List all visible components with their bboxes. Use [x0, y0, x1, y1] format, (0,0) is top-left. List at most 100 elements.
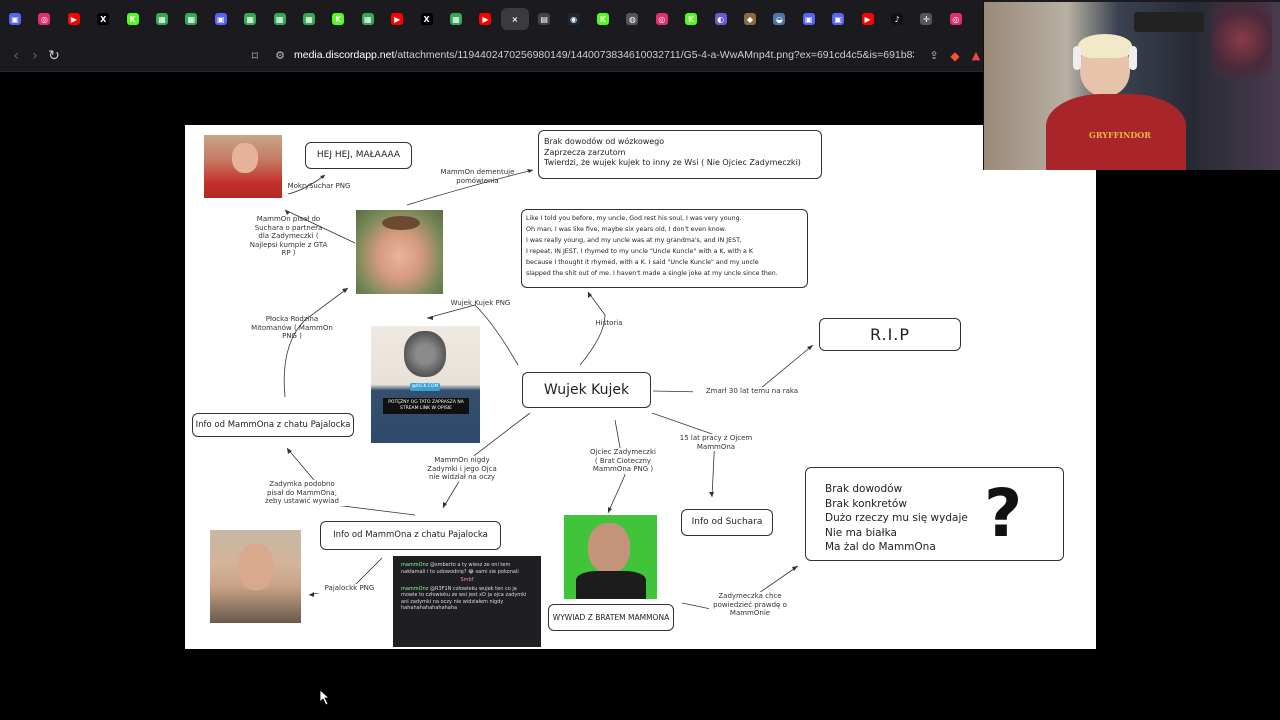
sheets-icon: ▦: [185, 13, 198, 25]
mammon-photo: [356, 210, 443, 294]
browser-tab[interactable]: ▦: [177, 8, 205, 30]
steam-icon: ◉: [567, 13, 580, 25]
rewards-icon[interactable]: ▲: [971, 49, 981, 62]
question-mark: ?: [984, 475, 1023, 552]
browser-tab[interactable]: ▣: [795, 8, 823, 30]
browser-tab[interactable]: ▣: [207, 8, 235, 30]
instagram-icon: ◎: [949, 13, 962, 25]
browser-tab[interactable]: ◐: [707, 8, 735, 30]
line-dementuje: [406, 169, 534, 206]
line-pisal: [284, 209, 356, 244]
browser-tab[interactable]: ◎: [648, 8, 676, 30]
browser-tab[interactable]: X: [413, 8, 441, 30]
x-icon: X: [97, 13, 110, 25]
browser-tab[interactable]: K: [589, 8, 617, 30]
shelf: [1134, 12, 1204, 32]
headphones-icon: [1073, 46, 1081, 70]
quote-line: Like I told you before, my uncle, God re…: [526, 215, 742, 222]
browser-tab[interactable]: ✛: [912, 8, 940, 30]
line-ojciec: [607, 419, 626, 514]
label-zadymka: Zadymka podobno pisał do MammOna, żeby u…: [257, 480, 347, 506]
instagram-icon: ◎: [655, 13, 668, 25]
zadymka-photo: [210, 530, 301, 623]
share-icon[interactable]: ⇪: [929, 49, 939, 62]
label-wujek-png: Wujek Kujek PNG: [450, 299, 511, 307]
browser-tab[interactable]: ▦: [266, 8, 294, 30]
browser-tab[interactable]: K: [677, 8, 705, 30]
browser-tab[interactable]: ×: [500, 8, 529, 30]
youtube-icon: ▶: [861, 13, 874, 25]
brave-shield-icon[interactable]: ◆: [950, 49, 960, 63]
browser-tab[interactable]: ◎: [942, 8, 970, 30]
page-icon: ▤: [538, 13, 551, 25]
bookmark-icon[interactable]: ⌑: [251, 49, 259, 63]
browser-tab[interactable]: ◒: [765, 8, 793, 30]
back-icon[interactable]: ‹: [13, 48, 19, 64]
label-historia: Historia: [595, 319, 623, 327]
chat-text: @smberto a ty wiesz ze oni tem nakłamali…: [401, 562, 519, 575]
sheets-icon: ▦: [450, 13, 462, 25]
quote-line: I repeat, IN JEST, I rhymed to my uncle …: [526, 248, 754, 255]
site-settings-icon[interactable]: ⚙: [275, 49, 285, 62]
label-15-lat: 15 lat pracy z Ojcem MammOna: [673, 434, 759, 451]
forward-icon[interactable]: ›: [32, 48, 38, 64]
browser-tab[interactable]: ◆: [736, 8, 764, 30]
hej-hej-box: HEJ HEJ, MAŁAAAA: [305, 142, 412, 169]
browser-tab[interactable]: ▶: [471, 8, 499, 30]
line-historia: [579, 291, 606, 366]
browser-tab[interactable]: ▦: [295, 8, 323, 30]
browser-tab[interactable]: ▶: [60, 8, 88, 30]
browser-tab[interactable]: ♪: [883, 8, 911, 30]
line-nigdy: [442, 412, 531, 509]
youtube-icon: ▶: [67, 13, 80, 25]
chat-text: @R3F1N człowieku wujek ten co ja mowie t…: [401, 585, 527, 612]
line-plocka: [283, 287, 349, 398]
crosshair-icon: ✛: [920, 13, 933, 25]
browser-tab[interactable]: ◎: [30, 8, 58, 30]
label-zmarl: Zmarł 30 lat temu na raka: [693, 387, 811, 396]
sheets-icon: ▦: [156, 13, 168, 25]
uncle-quote-box: Like I told you before, my uncle, God re…: [521, 209, 808, 288]
globe-icon: ◍: [626, 13, 639, 25]
browser-tab[interactable]: ▦: [148, 8, 176, 30]
kick-caption: POTĘŻNY OG TATO ZAPRASZA NA STREAM LINK …: [383, 398, 469, 414]
swirl-icon: ◐: [714, 13, 727, 25]
chat-user: mammOnz: [401, 585, 429, 592]
url-field[interactable]: media.discordapp.net/attachments/1194402…: [294, 49, 914, 61]
info-bottom-box: Info od MammOna z chatu Pajalocka: [320, 521, 501, 550]
browser-tab[interactable]: ▤: [530, 8, 558, 30]
browser-tab[interactable]: K: [119, 8, 147, 30]
streamer-shirt: [1046, 94, 1186, 170]
browser-tab[interactable]: ▣: [824, 8, 852, 30]
youtube-icon: ▶: [391, 13, 404, 25]
browser-tab[interactable]: ▦: [442, 8, 470, 30]
browser-tab[interactable]: ◉: [560, 8, 588, 30]
crest-icon: ◆: [744, 13, 756, 25]
browser-tab[interactable]: ▦: [236, 8, 264, 30]
chat-message: mammOnz @R3F1N człowieku wujek ten co ja…: [401, 586, 533, 612]
box-line: Zaprzecza zarzutom: [544, 147, 626, 157]
browser-tab[interactable]: ▶: [854, 8, 882, 30]
label-ojciec: Ojciec Zadymeczki ( Brat Cioteczny MammO…: [583, 448, 663, 474]
youtube-icon: ▶: [479, 13, 492, 25]
box-line: Nie ma białka: [825, 526, 897, 539]
reload-icon[interactable]: ↻: [48, 48, 60, 64]
mammon-brother-photo: [564, 515, 657, 599]
browser-tab[interactable]: ▦: [354, 8, 382, 30]
bird-icon: ◒: [773, 13, 786, 25]
browser-tab[interactable]: K: [324, 8, 352, 30]
browser-tab[interactable]: ◍: [618, 8, 646, 30]
x-icon: X: [420, 13, 433, 25]
rip-box: R.I.P: [819, 318, 961, 351]
browser-tab[interactable]: X: [89, 8, 117, 30]
quote-line: because I thought it rhymed, with a K. I…: [526, 259, 759, 266]
line-zmarl: [652, 344, 814, 394]
mokry-suchar-photo: [204, 135, 282, 198]
discord-icon: ▣: [9, 13, 21, 25]
box-line: Brak dowodów od wózkowego: [544, 137, 665, 146]
browser-tab[interactable]: ▣: [1, 8, 29, 30]
url-domain: media.discordapp.net: [294, 49, 395, 61]
browser-tab[interactable]: ▶: [383, 8, 411, 30]
box-line: Twierdzi, że wujek kujek to inny ze Wsi …: [544, 158, 801, 167]
kick-badge: @KICK.COM: [410, 383, 440, 391]
